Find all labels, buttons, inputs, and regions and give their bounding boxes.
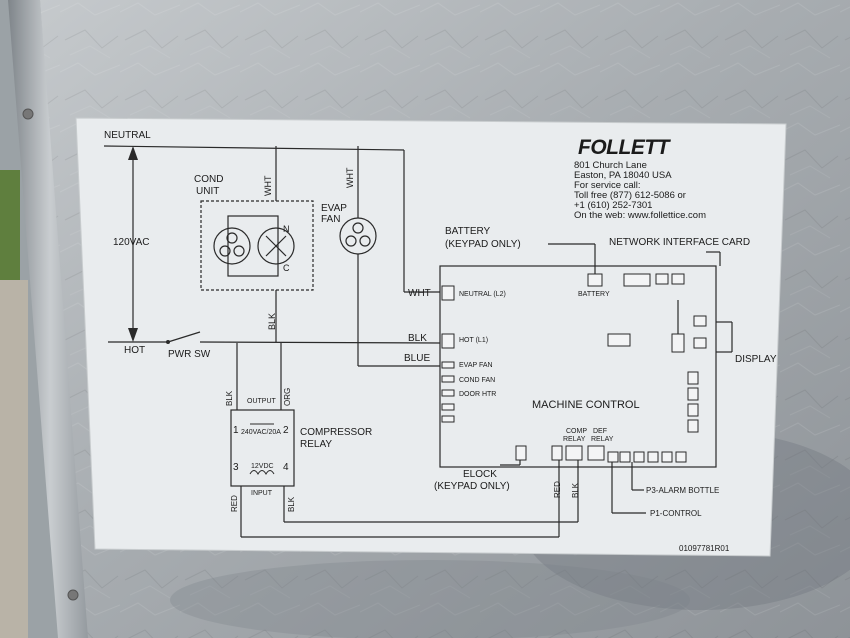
arrow-down — [128, 328, 138, 342]
wht-cond-label: WHT — [263, 175, 273, 197]
cond-unit-fan — [213, 215, 295, 277]
blk-board-label: BLK — [408, 333, 427, 344]
left-frame — [8, 0, 92, 638]
board-def-2: RELAY — [591, 436, 614, 443]
cond-label-1: COND — [194, 174, 224, 185]
battery-label-2: (KEYPAD ONLY) — [445, 239, 521, 250]
evap-fan-symbol — [339, 217, 377, 255]
board-evap: EVAP FAN — [459, 362, 493, 369]
pwr-sw-label: PWR SW — [168, 349, 211, 360]
voltage-label: 120VAC — [113, 237, 150, 248]
shadow-bottom — [170, 560, 690, 638]
compressor-label-2: RELAY — [300, 439, 333, 450]
relay-rating: 240VAC/20A — [241, 429, 281, 436]
battery-label-1: BATTERY — [445, 226, 491, 237]
arrow-up — [128, 146, 138, 160]
board-cond: COND FAN — [459, 377, 496, 384]
relay-coil-voltage: 12VDC — [251, 463, 274, 470]
board-connectors — [441, 273, 707, 463]
org-label: ORG — [283, 387, 292, 406]
compressor-label-1: COMPRESSOR — [300, 427, 373, 438]
wiring-lines — [103, 145, 733, 538]
board-neutral: NEUTRAL (L2) — [459, 291, 506, 298]
pin-3: 3 — [233, 462, 239, 473]
board-comp-2: RELAY — [563, 436, 586, 443]
elock-label-2: (KEYPAD ONLY) — [434, 481, 510, 492]
wht-evap-label: WHT — [345, 167, 355, 189]
evap-label-1: EVAP — [321, 203, 347, 214]
board-hot: HOT (L1) — [459, 337, 489, 344]
switch-contact — [166, 340, 170, 344]
part-number: 01097781R01 — [679, 544, 730, 553]
p3-label: P3-ALARM BOTTLE — [646, 486, 720, 495]
address-line-3: For service call: — [574, 180, 641, 191]
blk-cond-label: BLK — [267, 312, 277, 330]
blk-relay-out-label: BLK — [287, 496, 296, 512]
board-comp: COMP — [566, 428, 587, 435]
display-label: DISPLAY — [735, 354, 777, 365]
screw-bottom — [67, 589, 79, 601]
n-label: N — [283, 224, 290, 234]
machine-control-label: MACHINE CONTROL — [532, 399, 640, 411]
relay-output: OUTPUT — [247, 398, 276, 405]
red-relay-label: RED — [230, 495, 239, 512]
pin-4: 4 — [283, 462, 289, 473]
wht-board-label: WHT — [408, 288, 431, 299]
address-line-6: On the web: www.follettice.com — [574, 210, 706, 221]
address-line-4: Toll free (877) 612-5086 or — [574, 190, 686, 201]
board-battery: BATTERY — [578, 291, 610, 298]
pin-2: 2 — [283, 425, 289, 436]
relay-coil — [249, 470, 275, 476]
red-board-label: RED — [553, 481, 562, 498]
cond-label-2: UNIT — [196, 186, 220, 197]
wiring-label — [75, 117, 787, 557]
screw-top — [22, 108, 34, 120]
blue-label: BLUE — [404, 353, 431, 364]
board-def: DEF — [593, 428, 607, 435]
neutral-label: NEUTRAL — [104, 130, 151, 141]
blk-board-out-label: BLK — [571, 482, 580, 498]
pin-1: 1 — [233, 425, 239, 436]
green-gutter — [0, 170, 20, 280]
board-door: DOOR HTR — [459, 391, 497, 398]
address-line-2: Easton, PA 18040 USA — [574, 170, 672, 181]
relay-input: INPUT — [251, 490, 272, 497]
address-line-5: +1 (610) 252-7301 — [574, 200, 653, 211]
c-label: C — [283, 263, 290, 273]
evap-label-2: FAN — [321, 214, 341, 225]
blk-relay-label: BLK — [225, 390, 234, 406]
ground — [0, 280, 28, 638]
follett-logo: FOLLETT — [578, 136, 669, 159]
hot-label: HOT — [124, 345, 146, 356]
elock-label-1: ELOCK — [463, 469, 497, 480]
address-line-1: 801 Church Lane — [574, 160, 647, 171]
p1-label: P1-CONTROL — [650, 509, 702, 518]
network-card-label: NETWORK INTERFACE CARD — [609, 237, 751, 248]
